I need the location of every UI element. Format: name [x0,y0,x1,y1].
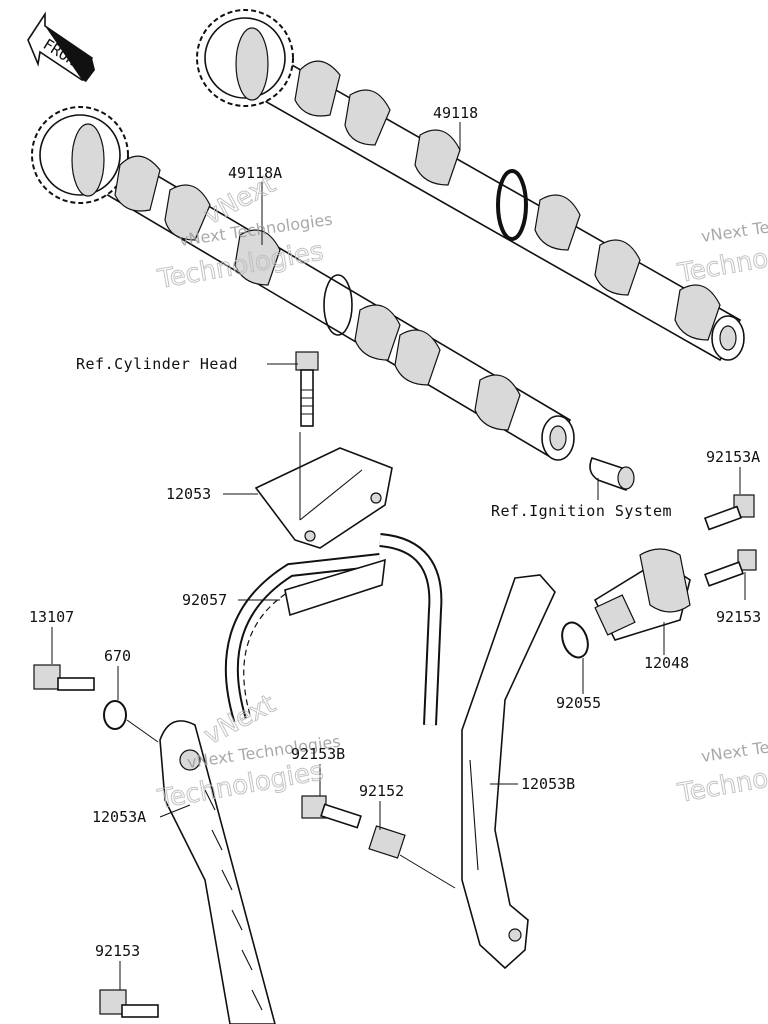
label-49118: 49118 [433,104,478,122]
guide-bracket [254,447,393,549]
chain-guide-right [461,574,556,970]
camshaft-exhaust [196,9,745,362]
sprocket-lower [31,106,129,204]
front-arrow-icon: FRONT [27,11,95,82]
label-ref-ignition-system: Ref.Ignition System [491,502,672,520]
oring-92055 [561,621,589,659]
label-670: 670 [104,647,131,665]
part-labels: 49118 49118A Ref.Cylinder Head 12053 Ref… [29,104,761,960]
label-92153-bottom: 92153 [95,942,140,960]
label-92153a: 92153A [706,448,760,466]
label-12048: 12048 [644,654,689,672]
sleeve-92152 [368,825,406,859]
label-13107: 13107 [29,608,74,626]
bolt-92153-bottom [99,989,159,1018]
watermarks: vNext Technologies Technologies vNext vN… [155,169,768,816]
label-92057: 92057 [182,591,227,609]
label-12053b: 12053B [521,775,575,793]
cam-lobes-upper [294,60,721,341]
cam-chain [224,533,443,726]
label-92152: 92152 [359,782,404,800]
svg-text:Techno: Techno [675,244,768,289]
cam-lobes-lower [114,155,521,431]
svg-text:vNext Te: vNext Te [700,738,768,766]
label-ref-cylinder-head: Ref.Cylinder Head [76,355,238,373]
label-12053: 12053 [166,485,211,503]
svg-text:vNext Te: vNext Te [700,218,768,246]
leader-lines [51,122,746,990]
chain-tensioner [593,548,691,641]
ignition-rotor [589,457,635,491]
svg-text:Techno: Techno [675,764,768,809]
bolt-92153a [703,494,755,531]
sprocket-upper [196,9,294,107]
chain-guide-left [159,720,276,1024]
bolt-cylinder-head [295,351,319,427]
label-12053a: 12053A [92,808,146,826]
label-92153b: 92153B [291,745,345,763]
camshaft-intake [31,106,575,461]
label-49118a: 49118A [228,164,282,182]
oring-670 [103,700,127,730]
bolt-92153-right [704,549,757,587]
bolt-92153b [301,795,362,829]
bolt-13107 [33,664,95,691]
label-92055: 92055 [556,694,601,712]
label-92153-right: 92153 [716,608,761,626]
